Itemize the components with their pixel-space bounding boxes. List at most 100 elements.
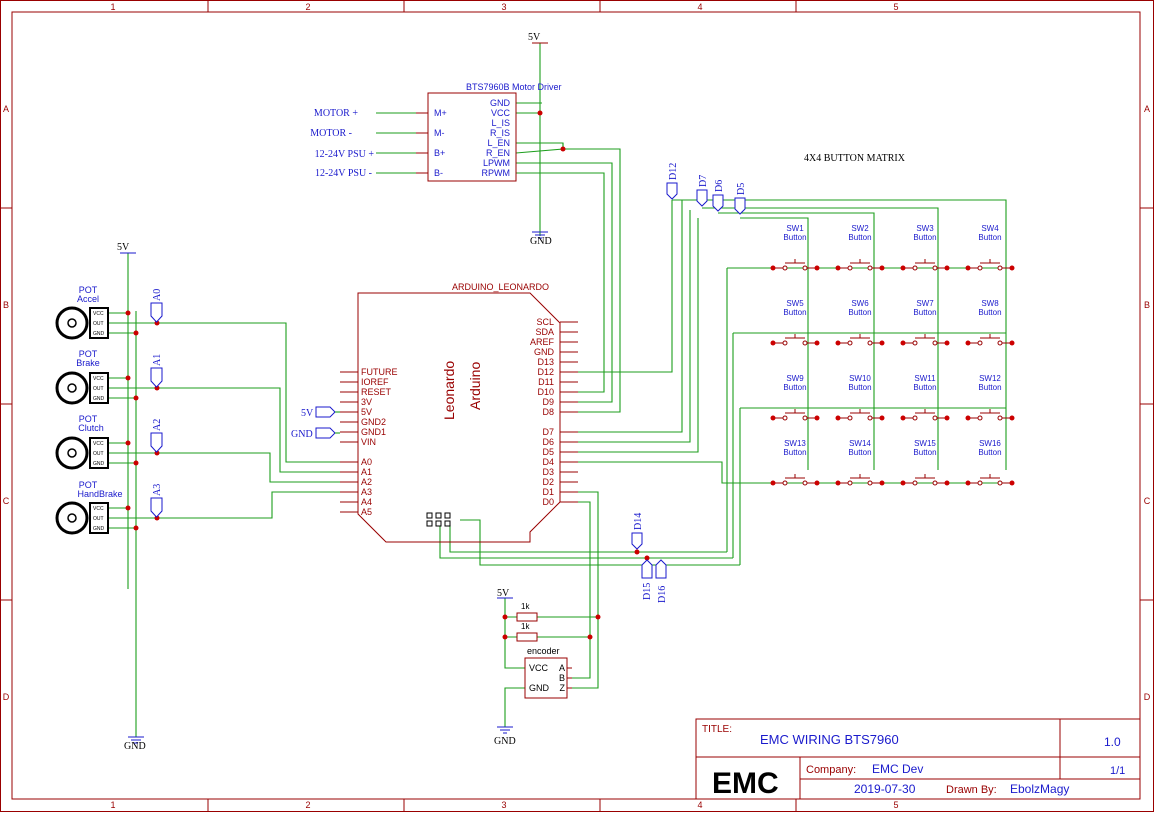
net-psu-minus: 12-24V PSU - — [315, 168, 372, 179]
button-contact-left — [912, 265, 918, 271]
button-contact-right — [802, 415, 808, 421]
button-contact-right — [867, 265, 873, 271]
pin-3v: 3V — [361, 397, 372, 407]
pot-accel-line1: POT — [79, 285, 98, 295]
button-junction-right — [879, 265, 885, 271]
button-contact-right — [932, 480, 938, 486]
row-b-right: B — [1144, 300, 1150, 310]
pin-d11: D11 — [538, 377, 554, 387]
title-block — [695, 718, 1141, 800]
pot-accel-pin-out: OUT — [93, 321, 104, 327]
pin-d0: D0 — [542, 497, 554, 507]
matrix-top-tags — [666, 182, 746, 215]
pin-gnd2: GND2 — [361, 417, 386, 427]
encoder-pin-z: Z — [560, 683, 566, 693]
button-name: SW8 — [981, 299, 999, 308]
company-label: Company: — [806, 764, 856, 776]
button-junction-left — [965, 480, 971, 486]
pot-tags — [150, 302, 163, 518]
col-1-top: 1 — [110, 2, 115, 12]
button-name: SW6 — [851, 299, 869, 308]
tag-d7: D7 — [698, 175, 709, 187]
row-a-left: A — [3, 104, 9, 114]
row-d-left: D — [3, 692, 10, 702]
button-junction-right — [944, 415, 950, 421]
button-junction-right — [879, 340, 885, 346]
button-type: Button — [913, 308, 936, 317]
encoder-gnd: GND — [494, 736, 516, 747]
button-junction-right — [944, 480, 950, 486]
pin-d13: D13 — [537, 357, 554, 367]
pin-5v: 5V — [361, 407, 372, 417]
pot-clutch-line2: Clutch — [78, 423, 104, 433]
button-type: Button — [978, 233, 1001, 242]
button-contact-left — [782, 480, 788, 486]
button-type: Button — [913, 448, 936, 457]
arduino-ic-pads — [426, 512, 451, 527]
button-contact-right — [867, 415, 873, 421]
button-name: SW2 — [851, 224, 869, 233]
pin-aref: AREF — [530, 337, 555, 347]
button-junction-left — [965, 415, 971, 421]
title-label: TITLE: — [702, 724, 732, 735]
button-junction-right — [814, 265, 820, 271]
pin-a4: A4 — [361, 497, 372, 507]
button-type: Button — [783, 383, 806, 392]
button-type: Button — [848, 233, 871, 242]
pin-d8: D8 — [542, 407, 554, 417]
encoder-resistors — [516, 612, 538, 642]
pot-accel — [55, 306, 109, 340]
button-name: SW10 — [849, 374, 871, 383]
driver-pin-m-plus: M+ — [434, 108, 447, 118]
button-junction-left — [770, 415, 776, 421]
encoder-ground-symbol — [497, 726, 513, 734]
encoder — [524, 657, 572, 699]
button-contact-left — [977, 265, 983, 271]
tag-d16: D16 — [657, 586, 668, 603]
button-contact-left — [977, 340, 983, 346]
button-type: Button — [978, 383, 1001, 392]
pot-clutch-line1: POT — [79, 414, 98, 424]
matrix-title: 4X4 BUTTON MATRIX — [804, 153, 906, 164]
pin-d9: D9 — [542, 397, 554, 407]
pot-handbrake-pin-vcc: VCC — [93, 506, 104, 512]
net-motor-minus: MOTOR - — [310, 128, 352, 139]
button-contact-left — [912, 415, 918, 421]
button-contact-left — [847, 265, 853, 271]
arduino-pin-stubs — [340, 321, 578, 513]
row-c-left: C — [3, 496, 10, 506]
pot-handbrake-pin-gnd: GND — [93, 526, 105, 532]
button-contact-right — [997, 415, 1003, 421]
arduino-leonardo — [357, 292, 561, 543]
matrix-buttons: SW1ButtonSW2ButtonSW3ButtonSW4ButtonSW5B… — [770, 224, 1015, 486]
drawn-by: EbolzMagy — [1010, 782, 1069, 796]
col-4-top: 4 — [697, 2, 702, 12]
col-5-top: 5 — [893, 2, 898, 12]
button-junction-right — [814, 340, 820, 346]
driver-pin-b-minus: B- — [434, 168, 443, 178]
driver-pin-r-is: R_IS — [490, 128, 510, 138]
pot-gnd: GND — [124, 741, 146, 752]
pin-d12: D12 — [537, 367, 554, 377]
tag-a3: A3 — [152, 484, 163, 496]
pot-brake-pin-gnd: GND — [93, 396, 105, 402]
button-contact-right — [802, 265, 808, 271]
driver-pin-r-en: R_EN — [486, 148, 510, 158]
junctions — [125, 110, 650, 640]
button-name: SW11 — [914, 374, 936, 383]
resistor-2: 1k — [521, 622, 530, 631]
arduino-body-line2: Arduino — [467, 362, 483, 410]
arduino-name: ARDUINO_LEONARDO — [452, 282, 549, 292]
pin-reset: RESET — [361, 387, 392, 397]
drawing-title: EMC WIRING BTS7960 — [760, 732, 899, 747]
button-type: Button — [848, 308, 871, 317]
col-3-top: 3 — [501, 2, 506, 12]
pin-a1: A1 — [361, 467, 372, 477]
pin-d10: D10 — [537, 387, 554, 397]
